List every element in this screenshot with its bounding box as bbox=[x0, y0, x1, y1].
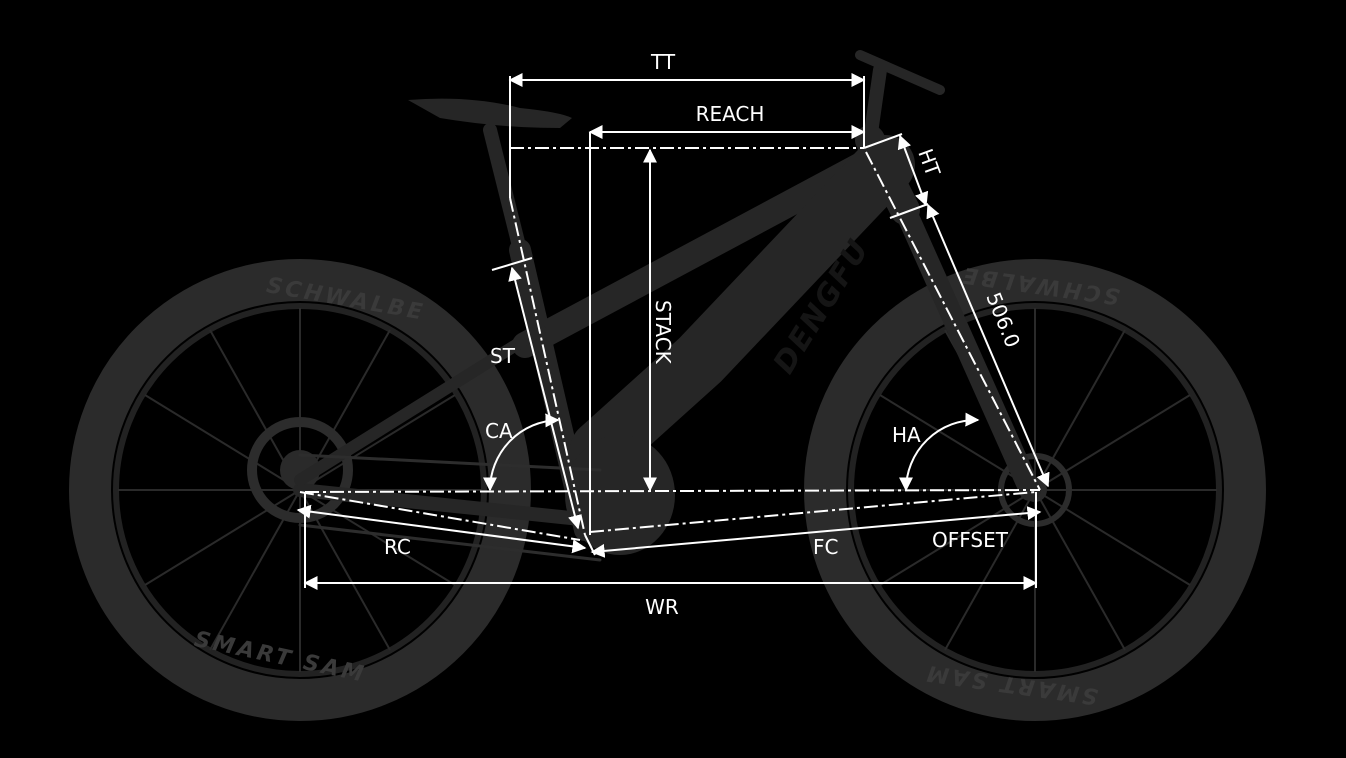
ht-top-extension bbox=[863, 133, 903, 149]
rc-axis bbox=[299, 491, 581, 541]
label-reach: REACH bbox=[696, 102, 765, 126]
bb-extension bbox=[584, 534, 596, 556]
label-ha: HA bbox=[892, 423, 921, 447]
st-top-extension bbox=[491, 257, 533, 271]
ht-dimension bbox=[897, 134, 929, 207]
label-stack: STACK bbox=[651, 300, 675, 365]
label-ca: CA bbox=[485, 419, 513, 443]
label-rc: RC bbox=[384, 535, 411, 559]
seat-tube-axis bbox=[509, 197, 586, 536]
label-fc: FC bbox=[813, 535, 838, 559]
steering-axis bbox=[865, 151, 1041, 491]
label-offset: OFFSET bbox=[932, 528, 1009, 552]
label-tt: TT bbox=[650, 50, 676, 74]
ha-arc bbox=[899, 412, 980, 492]
dimension-lines bbox=[296, 73, 1050, 590]
fork-length-dimension bbox=[926, 203, 1050, 488]
label-st: ST bbox=[490, 344, 516, 368]
ht-bottom-extension bbox=[889, 203, 929, 219]
rc-dimension bbox=[296, 504, 587, 554]
label-ht: HT bbox=[913, 146, 945, 181]
st-dimension bbox=[508, 266, 582, 530]
label-wr: WR bbox=[645, 595, 679, 619]
ca-arc bbox=[483, 413, 560, 492]
fc-dimension bbox=[590, 506, 1042, 558]
